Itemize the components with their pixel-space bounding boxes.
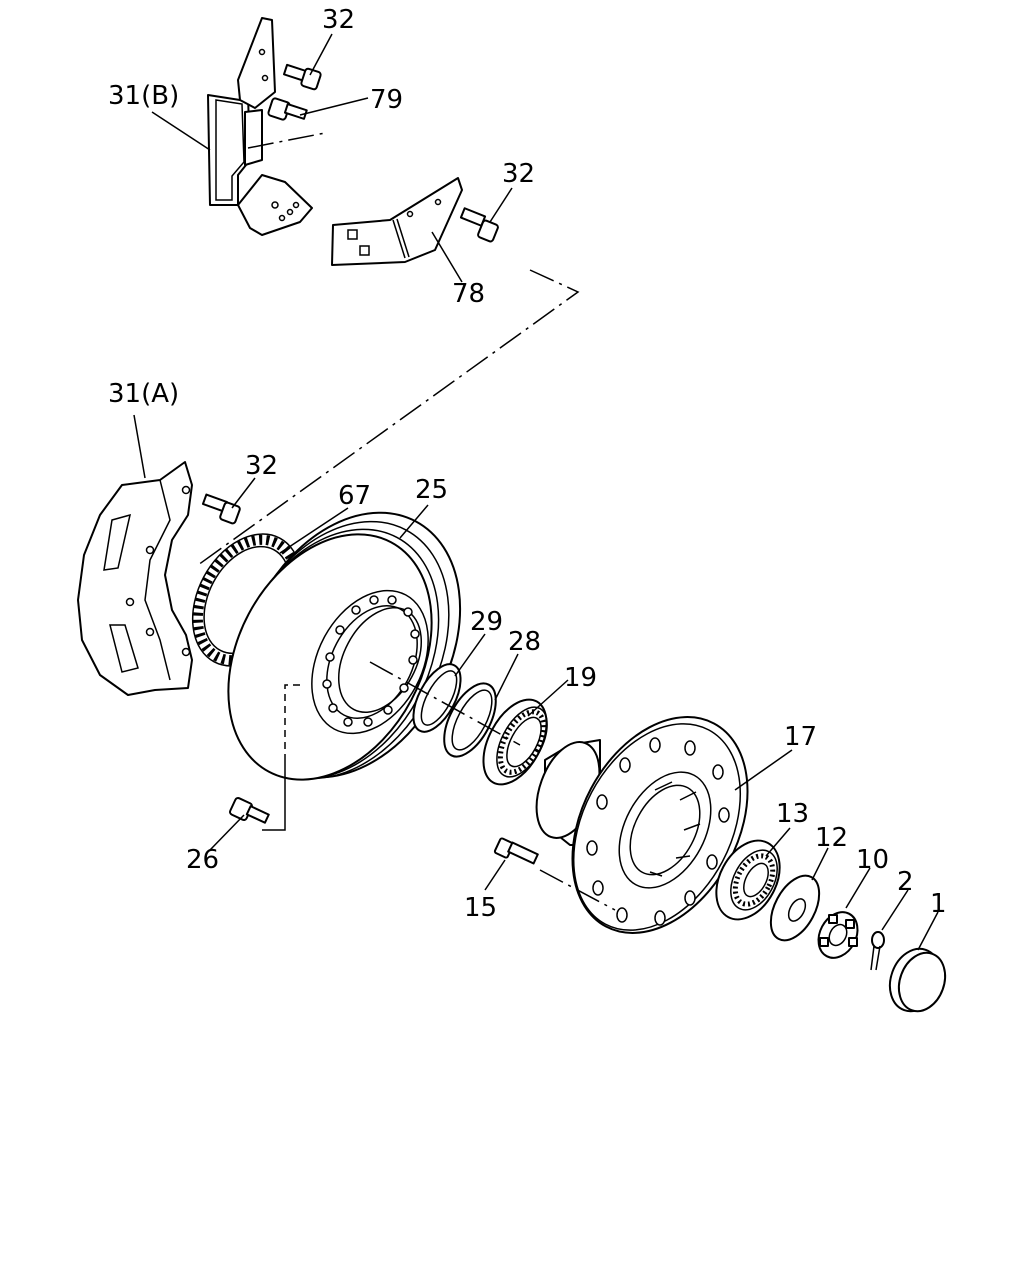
bracket-31b: [207, 17, 313, 236]
callout-26: 26: [186, 845, 219, 875]
hub-17: [535, 716, 749, 934]
callout-2: 2: [897, 867, 914, 897]
callout-28: 28: [508, 627, 541, 657]
castle-nut-10: [817, 911, 859, 959]
leader-lines: [133, 33, 939, 951]
callout-25: 25: [415, 475, 448, 505]
dust-shield-31a: [77, 461, 193, 696]
seal-28: [443, 682, 497, 758]
washer-12: [769, 874, 821, 942]
plate-78: [331, 177, 463, 266]
callout-15: 15: [464, 893, 497, 923]
bolt-32-mid: [201, 493, 241, 525]
callout-12: 12: [815, 823, 848, 853]
bolt-26: [229, 797, 270, 824]
bolt-32-right: [459, 207, 499, 243]
bolt-79: [267, 97, 308, 121]
hub-cap-1: [888, 947, 947, 1013]
callout-10: 10: [856, 845, 889, 875]
brake-disc-25: [227, 511, 462, 781]
stud-15: [493, 837, 539, 865]
callout-31a: 31(A): [108, 379, 179, 409]
bolt-32-top: [282, 63, 322, 91]
callout-31b: 31(B): [108, 81, 179, 111]
callout-78: 78: [452, 279, 485, 309]
callout-29: 29: [470, 607, 503, 637]
callout-1: 1: [930, 889, 947, 919]
callout-79: 79: [370, 85, 403, 115]
callout-17: 17: [784, 722, 817, 752]
callout-32-mid: 32: [245, 451, 278, 481]
bearing-13: [715, 839, 781, 921]
cotter-pin-2: [870, 931, 885, 971]
callout-13: 13: [776, 799, 809, 829]
callout-19: 19: [564, 663, 597, 693]
callout-labels: 32 31(B) 79 32 78 31(A) 32 67 25 29 28 1…: [108, 5, 947, 923]
callout-67: 67: [338, 481, 371, 511]
centerlines: [197, 132, 616, 911]
callout-32-top: 32: [322, 5, 355, 35]
callout-32-right: 32: [502, 159, 535, 189]
